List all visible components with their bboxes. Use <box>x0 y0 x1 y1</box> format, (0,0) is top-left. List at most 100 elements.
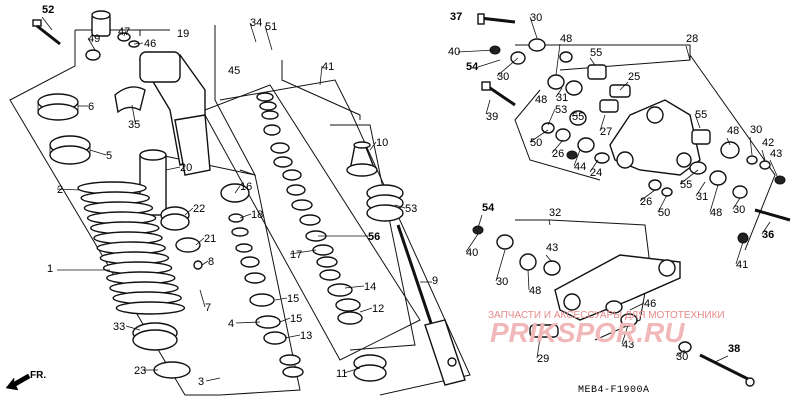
callout-23: 23 <box>134 365 146 377</box>
ring-21-part <box>175 237 201 253</box>
callout-46: 46 <box>144 38 156 50</box>
callout-43c: 43 <box>622 339 634 351</box>
callout-43b: 43 <box>546 242 558 254</box>
callout-48b: 48 <box>535 94 547 106</box>
callout-13: 13 <box>300 330 312 342</box>
callout-20: 20 <box>180 162 192 174</box>
frame-right-upper <box>281 60 361 120</box>
callout-55c: 55 <box>695 109 707 121</box>
frame-outer-left <box>9 30 220 396</box>
callout-28: 28 <box>686 33 698 45</box>
callout-41a: 41 <box>322 61 334 73</box>
callout-31b: 31 <box>696 191 708 203</box>
spring-seat-6-part <box>37 93 79 121</box>
callout-22: 22 <box>193 203 205 215</box>
watermark: ЗАПЧАСТИ И АКСЕССУАРЫ ДЛЯ МОТОТЕХНИКИ PR… <box>488 310 725 348</box>
frame-inner-upper <box>214 25 257 176</box>
callout-4: 4 <box>228 318 234 330</box>
callout-25: 25 <box>628 71 640 83</box>
callout-53a: 53 <box>555 104 567 116</box>
watermark-text: ЗАПЧАСТИ И АКСЕССУАРЫ ДЛЯ МОТОТЕХНИКИ <box>488 310 725 321</box>
bolt-52-part <box>32 19 61 46</box>
callout-27: 27 <box>600 126 612 138</box>
spring-guide-22b-part <box>160 213 190 231</box>
callout-36: 36 <box>762 229 774 241</box>
callout-30a: 30 <box>530 12 542 24</box>
callout-11: 11 <box>336 368 347 380</box>
callout-21: 21 <box>204 233 216 245</box>
callout-30c: 30 <box>750 124 762 136</box>
callout-12: 12 <box>372 303 384 315</box>
callout-8: 8 <box>208 256 214 268</box>
callout-30e: 30 <box>496 276 508 288</box>
callout-48a: 48 <box>560 33 572 45</box>
callout-37: 37 <box>450 11 462 23</box>
spring-seat-33b-part <box>132 329 178 351</box>
callout-40a: 40 <box>448 46 460 58</box>
callout-54a: 54 <box>466 61 479 73</box>
callout-50b: 50 <box>658 207 670 219</box>
callout-45: 45 <box>228 65 240 77</box>
callout-55b: 55 <box>572 111 584 123</box>
callout-39: 39 <box>486 111 498 123</box>
callout-43a: 43 <box>770 148 782 160</box>
callout-14: 14 <box>364 281 376 293</box>
frame-link-left <box>514 89 601 181</box>
callout-24: 24 <box>590 167 602 179</box>
callout-32: 32 <box>549 207 561 219</box>
callout-40b: 40 <box>466 247 478 259</box>
callout-30b: 30 <box>497 71 509 83</box>
callout-15b: 15 <box>290 313 302 325</box>
lower-linkage-group <box>472 225 755 387</box>
damper-rod-9-part <box>396 224 466 386</box>
watermark-logo: PRIKSPOR.RU <box>490 317 685 348</box>
frame-reservoir <box>330 124 416 351</box>
arrow-icon <box>5 373 31 391</box>
callout-1: 1 <box>47 263 53 275</box>
callout-7: 7 <box>205 302 211 314</box>
bolt-8-part <box>193 260 203 270</box>
callout-44: 44 <box>574 161 586 173</box>
callout-6: 6 <box>88 101 94 113</box>
callout-38: 38 <box>728 343 740 355</box>
callout-26b: 26 <box>640 196 652 208</box>
frame-link-right <box>689 54 776 251</box>
connecting-rod-32-part <box>554 254 681 321</box>
damper-parts-stack <box>228 92 363 378</box>
callout-3: 3 <box>198 376 204 388</box>
shock-spring-group <box>32 10 250 379</box>
callout-15a: 15 <box>287 293 299 305</box>
callout-31a: 31 <box>556 92 568 104</box>
callout-55d: 55 <box>680 179 692 191</box>
direction-label: FR. <box>30 370 46 381</box>
callout-19: 19 <box>177 28 189 40</box>
callout-52: 52 <box>42 4 54 16</box>
callout-33: 33 <box>113 321 125 333</box>
leader-lines <box>41 16 779 382</box>
lock-nut-5-part <box>49 135 91 165</box>
frame-inner-middle <box>204 84 421 361</box>
callout-35: 35 <box>128 119 140 131</box>
upper-mount-part <box>91 10 111 37</box>
callout-47: 47 <box>118 26 130 38</box>
callout-30d: 30 <box>733 204 745 216</box>
callout-55a: 55 <box>590 47 602 59</box>
collar-29-part <box>529 324 559 338</box>
frame-right-outer <box>219 79 471 396</box>
callout-16: 16 <box>240 181 252 193</box>
callout-41b: 41 <box>736 259 748 271</box>
callout-46b: 46 <box>644 298 656 310</box>
callout-17: 17 <box>290 249 302 261</box>
front-direction-arrow: FR. <box>5 370 46 391</box>
callout-51: 51 <box>265 21 277 33</box>
callout-53b: 53 <box>405 203 417 215</box>
callout-49: 49 <box>88 33 100 45</box>
callout-29: 29 <box>537 353 549 365</box>
shock-body-part <box>138 51 211 176</box>
callout-48c: 48 <box>727 125 739 137</box>
callout-48d: 48 <box>710 207 722 219</box>
callout-54b: 54 <box>482 202 495 214</box>
